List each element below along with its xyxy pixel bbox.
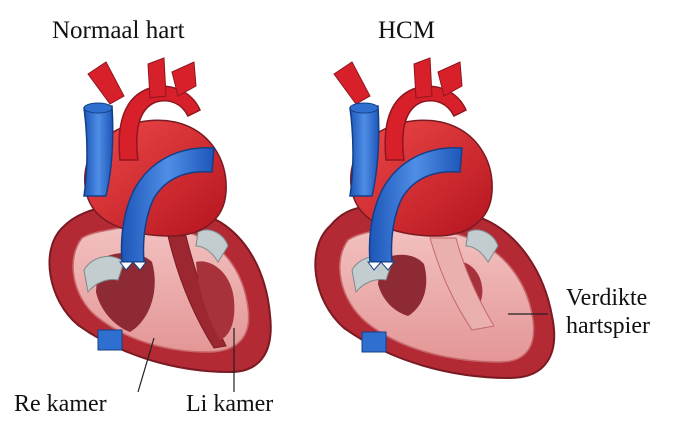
hcm-heart-vena-cava-top [350, 103, 378, 113]
hcm-heart-vena-cava [350, 106, 379, 196]
normal-heart-lower-vein [98, 330, 122, 350]
label-thickened-muscle-line2: hartspier [566, 314, 650, 338]
label-left-ventricle: Li kamer [186, 392, 273, 416]
normal-heart-aorta-branch-2 [148, 58, 166, 98]
title-hcm: HCM [378, 18, 435, 43]
normal-heart-vena-cava-top [84, 103, 112, 113]
normal-heart-illustration [49, 58, 270, 372]
normal-heart-aorta-branch-1 [88, 62, 124, 104]
hcm-heart-illustration [315, 58, 554, 378]
normal-heart-vena-cava [84, 106, 113, 196]
hcm-heart-aorta-branch-1 [334, 62, 370, 104]
hcm-heart-lower-vein [362, 332, 386, 352]
label-right-ventricle: Re kamer [14, 392, 107, 416]
hcm-heart-aorta-branch-2 [414, 58, 432, 98]
title-normal-heart: Normaal hart [52, 18, 185, 43]
label-thickened-muscle-line1: Verdikte [566, 286, 647, 310]
